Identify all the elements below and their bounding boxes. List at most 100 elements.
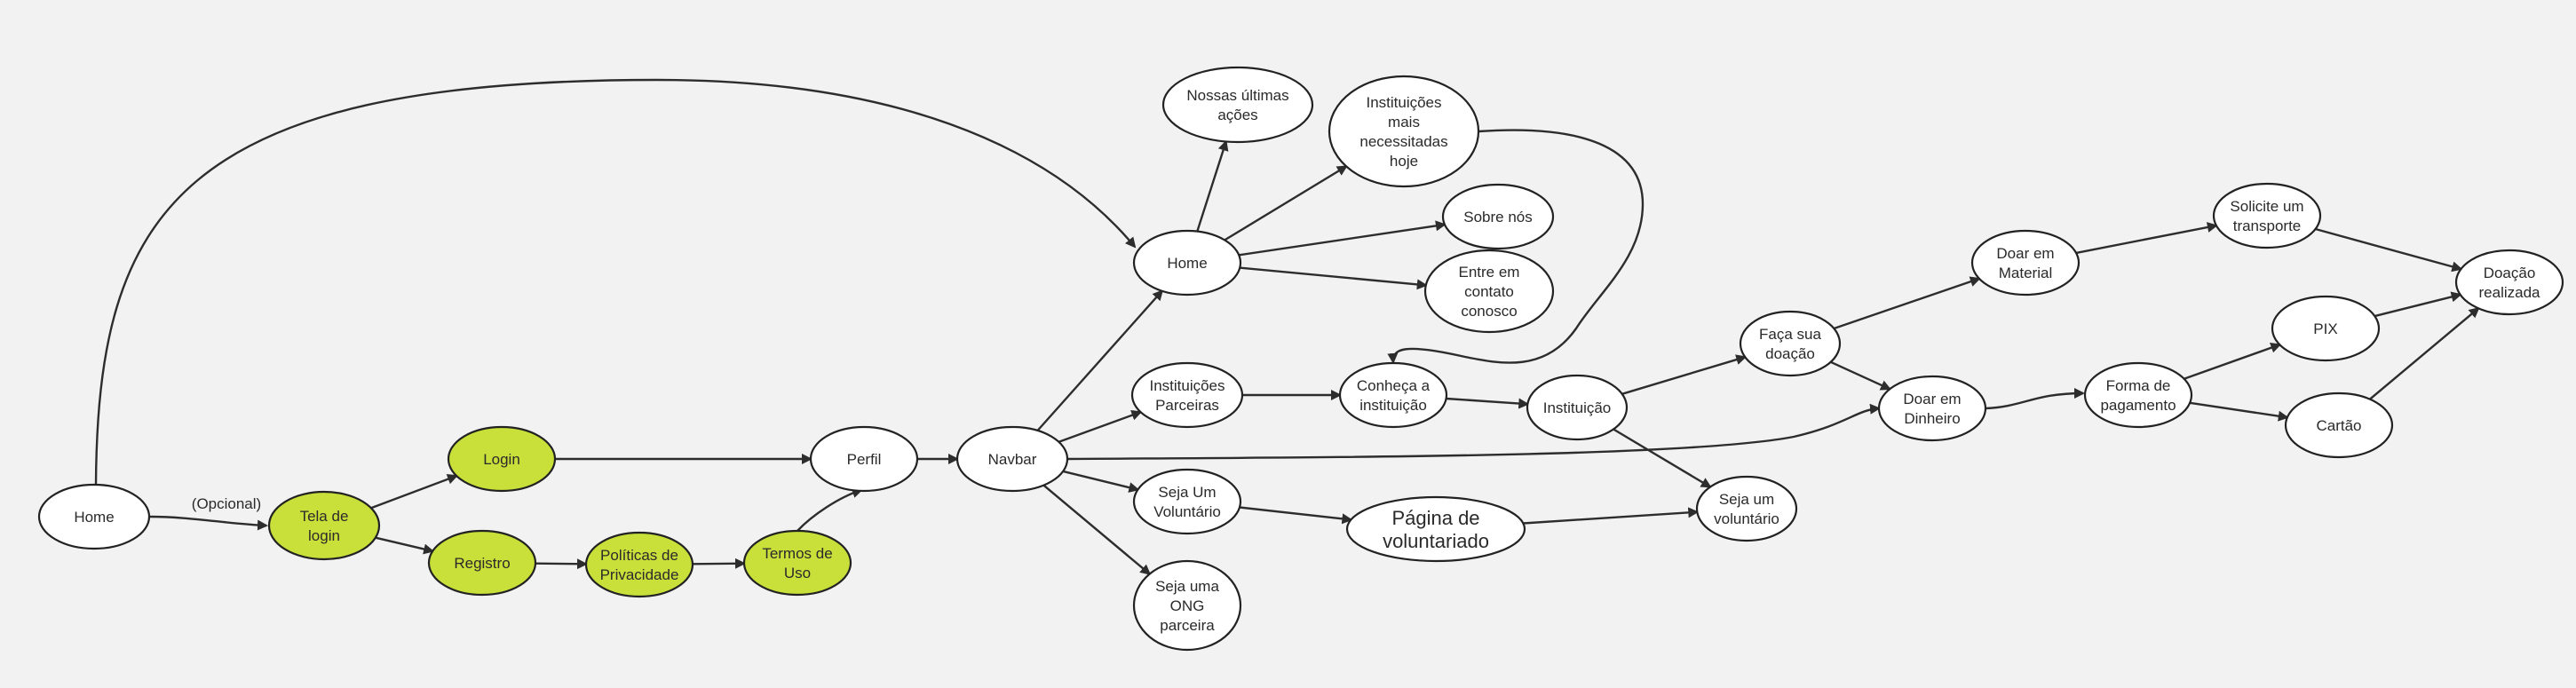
node-label: Login (483, 451, 520, 468)
node-label: Home (1167, 255, 1207, 272)
node-label: Seja um (1719, 491, 1774, 508)
node-label: Solicite um (2230, 198, 2303, 215)
edge-navbar-to-doar_dinheiro (1066, 403, 1881, 461)
node-label: PIX (2313, 320, 2337, 337)
edge-politicas-to-termos (692, 558, 746, 569)
node-label: Faça sua (1759, 326, 1821, 343)
node-shape (1877, 375, 1987, 442)
node-shape (1130, 361, 1244, 429)
node-label: Seja Um (1158, 484, 1216, 501)
node-registro: Registro (427, 529, 537, 597)
edge-faca_doacao-to-doar_material (1834, 276, 1981, 330)
node-label: parceira (1160, 617, 1215, 634)
node-shape (1423, 249, 1555, 334)
node-shape (1526, 374, 1629, 441)
node-solicite: Solicite um transporte (2212, 182, 2322, 249)
edge-navbar-to-seja_ong (1042, 484, 1152, 575)
node-label: realizada (2479, 284, 2541, 301)
edge-home-to-contato (1240, 266, 1428, 290)
edge-solicite-to-doacao_realizada (2315, 227, 2463, 273)
node-shape (955, 425, 1069, 493)
node-shape (742, 529, 852, 597)
edge-navbar-to-seja_voluntario_nav (1062, 470, 1140, 493)
node-shape (37, 483, 151, 550)
edge-home-to-nossas (1196, 139, 1229, 232)
node-shape (1338, 361, 1448, 429)
node-shape (1161, 66, 1314, 144)
node-label: Instituições (1149, 377, 1225, 394)
node-label: Conheça a (1357, 377, 1431, 394)
node-shape (447, 425, 557, 493)
node-label: Doação (2484, 265, 2536, 281)
node-label: Doar em (1903, 391, 1961, 407)
node-label: login (308, 527, 340, 544)
node-label: Página de (1391, 507, 1479, 529)
edge-tela_login-to-registro (375, 536, 435, 555)
edge-forma_pag-to-cartao (2190, 401, 2289, 422)
node-faca-doacao: Faça sua doação (1739, 310, 1842, 377)
node-label: voluntariado (1383, 530, 1489, 552)
node-label: Entre em (1459, 264, 1520, 281)
edge-cartao-to-doacao_realizada (2369, 307, 2480, 400)
node-pix: PIX (2271, 295, 2381, 362)
edge-navbar-to-home (1036, 289, 1164, 431)
edge-conheca-to-instituicao (1446, 397, 1530, 409)
node-label: Home (74, 509, 114, 526)
node-label: pagamento (2100, 397, 2176, 414)
node-forma-pag: Forma de pagamento (2083, 361, 2193, 429)
node-nossas: Nossas últimas ações (1161, 66, 1314, 144)
node-doar-dinheiro: Doar em Dinheiro (1877, 375, 1987, 442)
edge-termos-to-perfil (797, 487, 863, 532)
node-shape (584, 531, 694, 598)
edge-navbar-to-inst_parceiras (1058, 409, 1143, 443)
edge-instituicao-to-seja_vol (1613, 428, 1712, 488)
node-label: conosco (1461, 303, 1517, 320)
node-label: Seja uma (1155, 578, 1219, 595)
node-instituicao: Instituição (1526, 374, 1629, 441)
node-label: Forma de (2106, 377, 2171, 394)
edge-faca_doacao-to-doar_dinheiro (1830, 360, 1892, 391)
node-shape (2083, 361, 2193, 429)
node-label: Parceiras (1155, 397, 1219, 414)
edge-label-opcional: (Opcional) (192, 495, 261, 512)
node-label: transporte (2233, 217, 2302, 234)
edge-doar_material-to-solicite (2075, 222, 2218, 255)
node-label: doação (1765, 345, 1815, 362)
node-label: ONG (1170, 597, 1205, 614)
edge-forma_pag-to-pix (2184, 343, 2282, 380)
node-label: voluntário (1714, 510, 1779, 527)
node-label: Nossas últimas (1186, 87, 1288, 104)
node-shape (1345, 495, 1526, 563)
node-label: Sobre nós (1463, 209, 1533, 225)
node-label: Tela de (300, 508, 349, 525)
node-label: instituição (1359, 397, 1427, 414)
node-sobre: Sobre nós (1441, 183, 1555, 250)
node-login: Login (447, 425, 557, 493)
edge-pagina_vol-to-seja_vol (1523, 507, 1700, 525)
node-shape (1739, 310, 1842, 377)
edge-instituicao-to-faca_doacao (1621, 354, 1748, 395)
node-seja-vol: Seja um voluntário (1695, 475, 1798, 542)
edge-inst_mais-to-conheca (1387, 129, 1645, 364)
node-label: Perfil (847, 451, 882, 468)
edge-pix-to-doacao_realizada (2374, 291, 2462, 318)
edge-home_start-to-tela_login (148, 515, 268, 531)
edge-registro-to-politicas (535, 558, 588, 570)
node-home: Home (1132, 229, 1242, 297)
node-shape (2454, 249, 2564, 316)
node-shape (1132, 468, 1242, 535)
node-label: Dinheiro (1904, 410, 1960, 427)
node-label: ações (1217, 107, 1257, 123)
edge-doar_dinheiro-to-forma_pag (1985, 388, 2085, 410)
node-perfil: Perfil (809, 425, 919, 493)
node-navbar: Navbar (955, 425, 1069, 493)
